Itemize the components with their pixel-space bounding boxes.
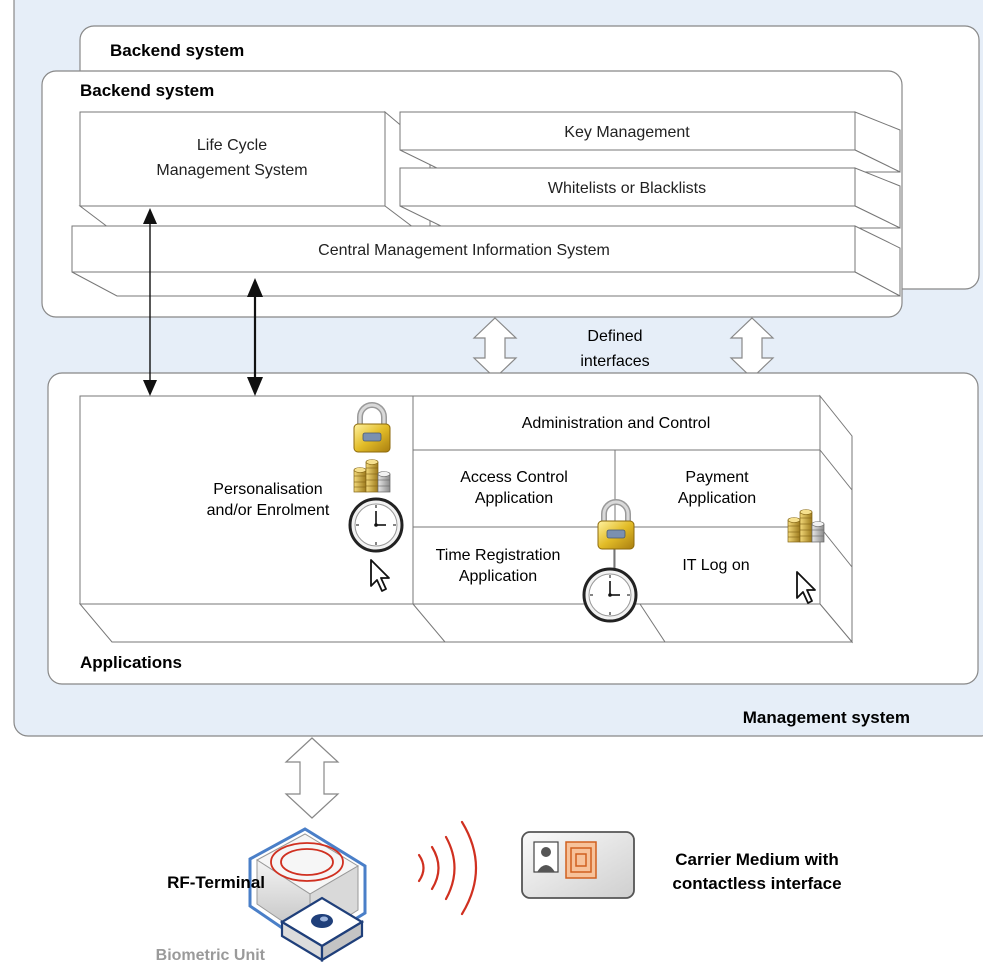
- carrier-label-line2: contactless interface: [672, 874, 841, 893]
- backend-outer-title: Backend system: [110, 41, 244, 60]
- lifecycle-label-line1: Life Cycle: [197, 137, 267, 154]
- administration-box: [412, 395, 821, 451]
- time-label-line2: Application: [459, 568, 537, 585]
- cmis-connector-arrow: [247, 278, 263, 396]
- interfaces-label-line2: interfaces: [580, 353, 649, 370]
- clock-icon: [348, 497, 404, 553]
- whitelists-label: Whitelists or Blacklists: [548, 180, 706, 197]
- biometric-unit-label: Biometric Unit: [156, 947, 266, 964]
- lifecycle-label-line2: Management System: [156, 162, 307, 179]
- access-label-line2: Application: [475, 490, 553, 507]
- lifecycle-connector-arrow: [143, 208, 157, 396]
- whitelists-box: Whitelists or Blacklists: [399, 167, 901, 229]
- clock-icon: [582, 567, 638, 623]
- itlog-label: IT Log on: [682, 557, 749, 574]
- app-block-bottom: [78, 603, 854, 643]
- time-label-line1: Time Registration: [436, 547, 561, 564]
- it-logon-box: [614, 526, 821, 605]
- cmis-label: Central Management Information System: [318, 242, 610, 259]
- applications-title: Applications: [80, 653, 182, 672]
- rf-waves-icon: [417, 820, 477, 916]
- interfaces-label-line1: Defined: [587, 328, 642, 345]
- time-registration-box: [412, 526, 616, 605]
- carrier-label-line1: Carrier Medium with: [675, 850, 838, 869]
- rf-terminal-label: RF-Terminal: [167, 873, 265, 892]
- payment-label-line1: Payment: [685, 469, 749, 486]
- management-system-label: Management system: [743, 708, 910, 727]
- app-block-side: [819, 394, 853, 644]
- key-management-box: Key Management: [399, 111, 901, 173]
- rf-antenna-icon: [270, 842, 344, 882]
- key-management-label: Key Management: [564, 124, 690, 141]
- terminal-link-arrow: [284, 737, 340, 819]
- card-icon: [521, 831, 635, 899]
- backend-inner-title: Backend system: [80, 81, 214, 100]
- access-control-box: [412, 449, 616, 528]
- cmis-box: Central Management Information System: [71, 225, 901, 297]
- administration-label: Administration and Control: [522, 415, 711, 432]
- defined-interfaces: Defined interfaces: [472, 317, 775, 379]
- applications-panel: Applications Personalisation and/or Enro…: [47, 372, 979, 685]
- payment-label-line2: Application: [678, 490, 756, 507]
- personalisation-label-line1: Personalisation: [213, 481, 322, 498]
- payment-box: [614, 449, 821, 528]
- backend-system-inner: Backend system Life Cycle Management Sys…: [41, 70, 903, 318]
- biometric-unit: Biometric Unit: [156, 896, 365, 964]
- access-label-line1: Access Control: [460, 469, 568, 486]
- personalisation-label-line2: and/or Enrolment: [207, 502, 330, 519]
